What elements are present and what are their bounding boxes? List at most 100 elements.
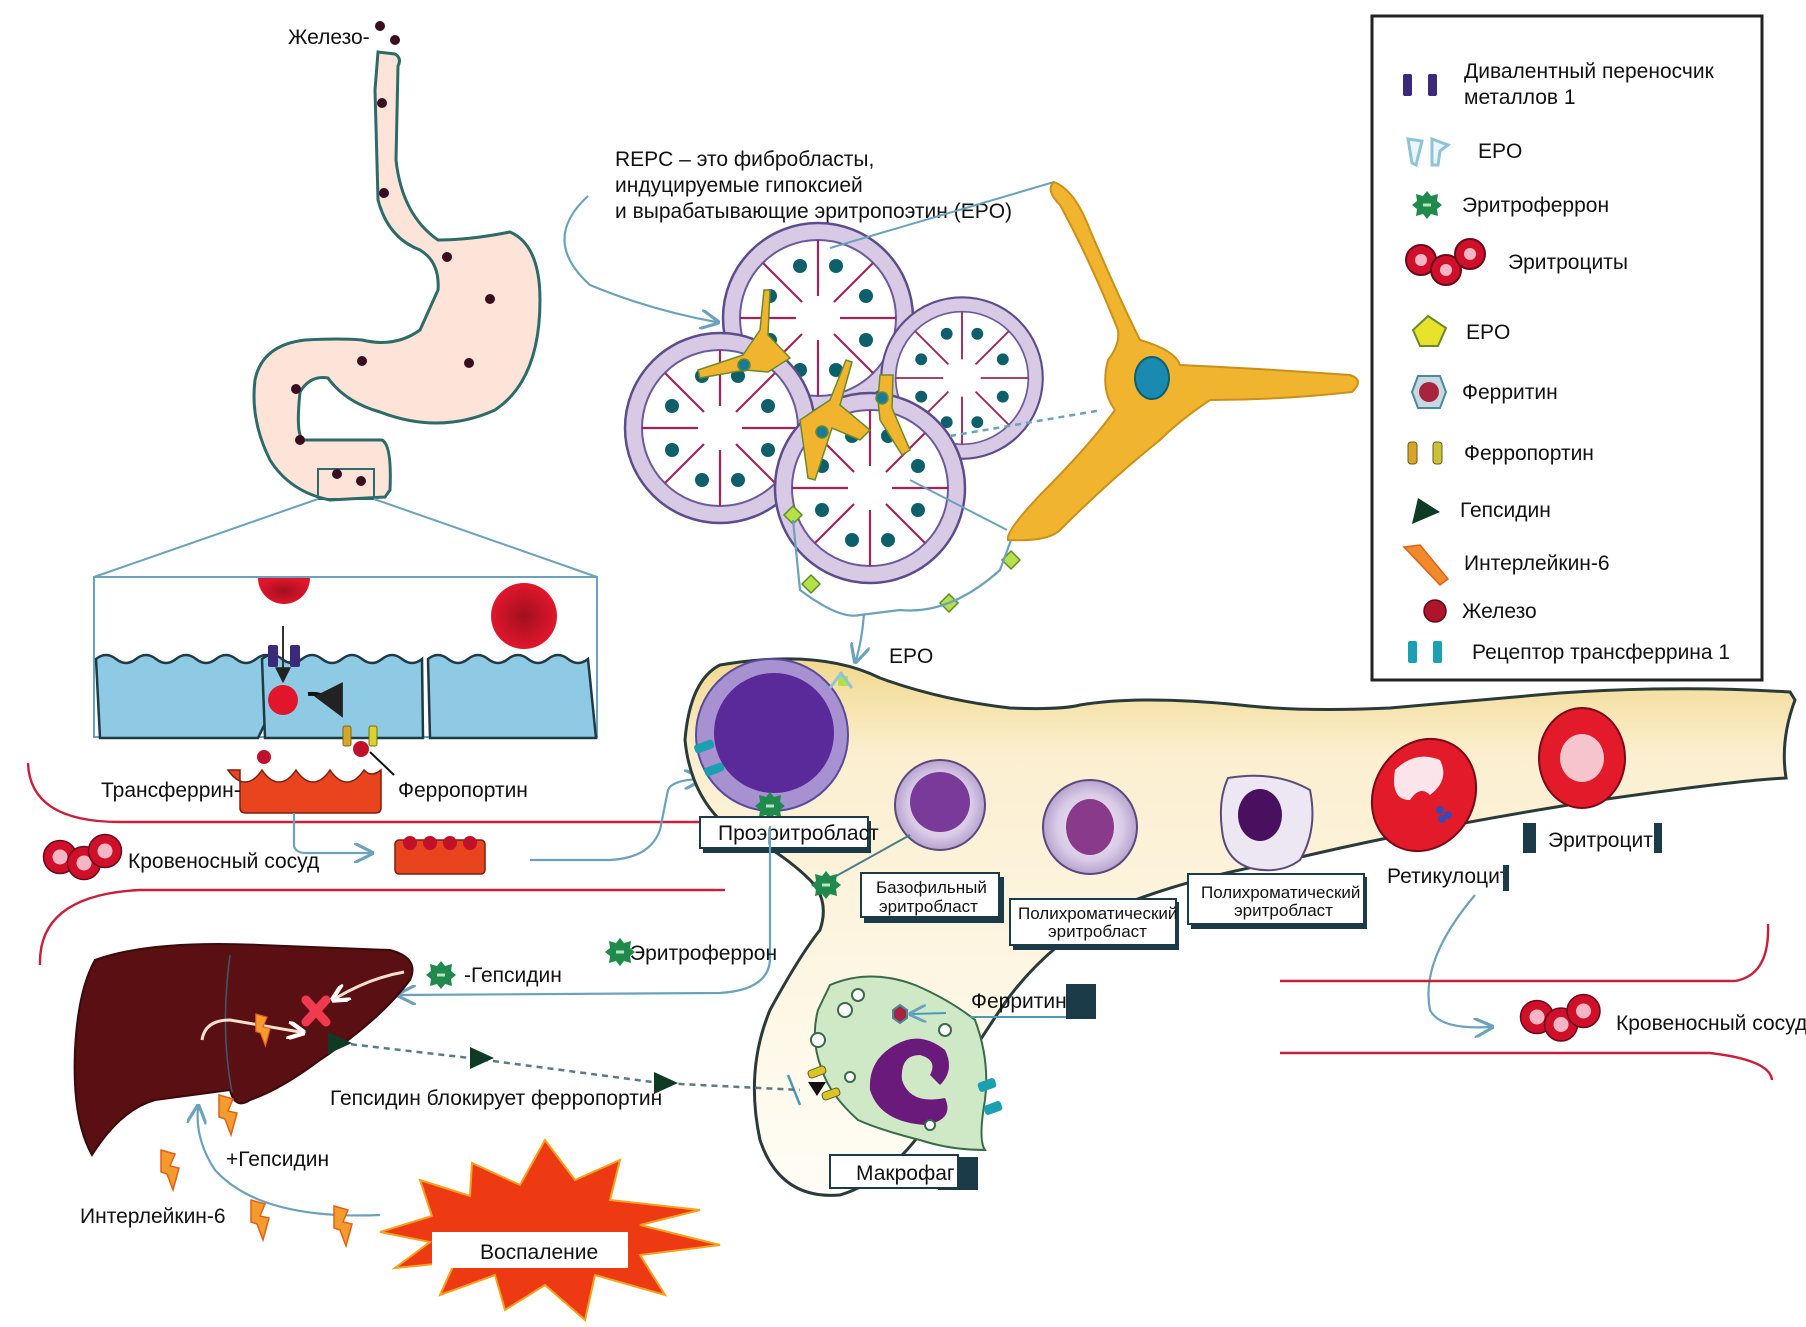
reticulocyte-release-arrow [1427, 894, 1490, 1027]
tag-polychromatic-a: Полихроматический эритробласт [1009, 898, 1179, 950]
iron-transfer-arrow [307, 681, 343, 718]
blood-vessel-left-label: Кровеносный сосуд [128, 850, 319, 873]
dmt1-transporter-icon [1403, 74, 1437, 96]
tag-basophilic: Базофильный эритробласт [860, 872, 1004, 923]
polychromatic-b-label-line-1: Полихроматический [1201, 883, 1360, 902]
interleukin-label: Интерлейкин-6 [80, 1205, 226, 1228]
macrophage-cell [786, 975, 1003, 1152]
zoom-guide-lines [93, 498, 598, 578]
polychromatic-erythroblast-b-cell [1219, 774, 1314, 872]
erythroferrone-marker-2 [811, 871, 841, 899]
repc-caption-line-2: индуцируемые гипоксией [615, 174, 863, 197]
il6-icon-3 [250, 1199, 270, 1241]
ferritin-in-macrophage [892, 1003, 908, 1025]
renal-tubules [623, 221, 1044, 613]
bound-hepcidin [808, 1082, 826, 1096]
iron-input-label: Железо- [288, 26, 370, 49]
erythroferrone-to-liver-arrow [400, 826, 772, 995]
tag-polychromatic-b: Полихроматический эритробласт [1187, 873, 1367, 929]
tag-macrophage: Макрофаг [829, 1154, 978, 1190]
repc-fibroblasts-small [697, 289, 911, 481]
legend-label: EPO [1466, 321, 1510, 344]
inflammation-to-liver-arrow [198, 1108, 381, 1217]
polychromatic-a-label-line-1: Полихроматический [1018, 904, 1177, 923]
iron-exporting [353, 741, 369, 757]
transferrin-loaded [394, 836, 486, 875]
blood-vessel-left [26, 762, 725, 966]
erythroferrone-label: Эритроферрон [630, 942, 777, 965]
plus-hepcidin-label: +Гепсидин [226, 1148, 329, 1171]
iron-free [257, 750, 271, 764]
iron-particles [291, 21, 495, 486]
macrophage-transferrin-receptors [977, 1078, 1003, 1115]
legend-label: Железо [1462, 600, 1537, 623]
ferritin-label: Ферритин [971, 990, 1067, 1013]
erythroferrone-inhibit-arrow [336, 970, 405, 998]
ferroportin-pointer [369, 751, 395, 776]
ferroportin-label: Ферропортин [398, 779, 528, 802]
hepcidin-icon [1412, 498, 1440, 524]
il6-stimulate-arrow [200, 1018, 300, 1040]
reticulocyte-label: Ретикулоцит [1387, 865, 1510, 888]
erythrocyte-tag-bar-right [1654, 823, 1662, 853]
polychromatic-a-label-line-2: эритробласт [1048, 922, 1147, 941]
hepcidin-blocked-x-icon [301, 995, 331, 1027]
iron-icon [1423, 599, 1447, 623]
erythrocytes-icon [1405, 238, 1486, 286]
legend-label: Дивалентный переносчик [1464, 60, 1715, 83]
epo-flow-lines [791, 519, 1013, 617]
proerythroblast-cell [694, 658, 854, 820]
macrophage-ferroportin [807, 1065, 841, 1101]
tag-ferritin: Ферритин [970, 984, 1096, 1019]
erythroferrone-icon-liver [426, 961, 456, 989]
legend-label: EPO [1478, 140, 1522, 163]
hepcidin-blocks-label: Гепсидин блокирует ферропортин [330, 1087, 662, 1110]
transferrin-label: Трансферрин- [101, 779, 241, 802]
macrophage-label: Макрофаг [856, 1162, 955, 1185]
polychromatic-erythroblast-a-cell [1042, 779, 1138, 875]
minus-hepcidin-label: -Гепсидин [464, 964, 562, 987]
fibroblast-nucleus [1134, 356, 1170, 400]
legend-label: Эритроциты [1508, 251, 1628, 274]
iron-large [491, 583, 557, 649]
epo-hormone-icon [1411, 314, 1448, 347]
macrophage-nucleus [869, 1038, 949, 1125]
ferritin-icon [1410, 375, 1448, 409]
duodenum-zoom-box [317, 468, 375, 500]
inflammation-label: Воспаление [480, 1241, 598, 1264]
transferrin-complex: Трансферрин- Ферропортин [101, 750, 700, 875]
transferrin-protein [226, 768, 382, 814]
repc-fibroblast-enlarged [829, 180, 1359, 542]
ferroportin-right [368, 725, 378, 747]
hepcidin-icon-2 [470, 1047, 494, 1069]
erythrocyte-label: Эритроцит [1548, 829, 1653, 852]
epo-receptor-icon [1406, 136, 1452, 168]
inflammation-tag [432, 1232, 628, 1268]
repc-pointer-arrow [563, 195, 716, 322]
transferrin-to-marrow-arrow [530, 779, 700, 862]
legend-label: Рецептор трансферрина 1 [1472, 641, 1730, 664]
polychromatic-b-label-line-2: эритробласт [1234, 901, 1333, 920]
legend-label: Эритроферрон [1462, 194, 1609, 217]
ferroportin-left [342, 725, 352, 747]
erythroferrone-icon [1412, 191, 1442, 219]
enterocyte-cell-3 [426, 653, 598, 740]
blood-vessel-right-label: Кровеносный сосуд [1616, 1012, 1806, 1035]
proerythroblast-label: Проэритробласт [718, 822, 879, 845]
legend-label: Интерлейкин-6 [1464, 552, 1610, 575]
transferrin-receptors [694, 739, 725, 777]
iron-intracellular [268, 685, 298, 715]
transferrin-receptor-icon [1408, 641, 1442, 663]
basophilic-label-line-1: Базофильный [876, 878, 987, 897]
epo-receptor-bound [828, 671, 854, 689]
liver [73, 943, 414, 1157]
ferroportin-icon [1407, 441, 1443, 465]
repc-caption-line-1: REPC – это фибробласты, [615, 148, 874, 171]
stomach: Железо- [252, 21, 542, 502]
dmt1-left [268, 645, 278, 667]
erythroferrone-marker [755, 792, 785, 820]
legend-label: Ферропортин [1464, 442, 1594, 465]
repc-caption-line-3: и вырабатывающие эритропоэтин (EPO) [615, 200, 1012, 223]
epo-to-marrow-arrow [856, 613, 864, 660]
